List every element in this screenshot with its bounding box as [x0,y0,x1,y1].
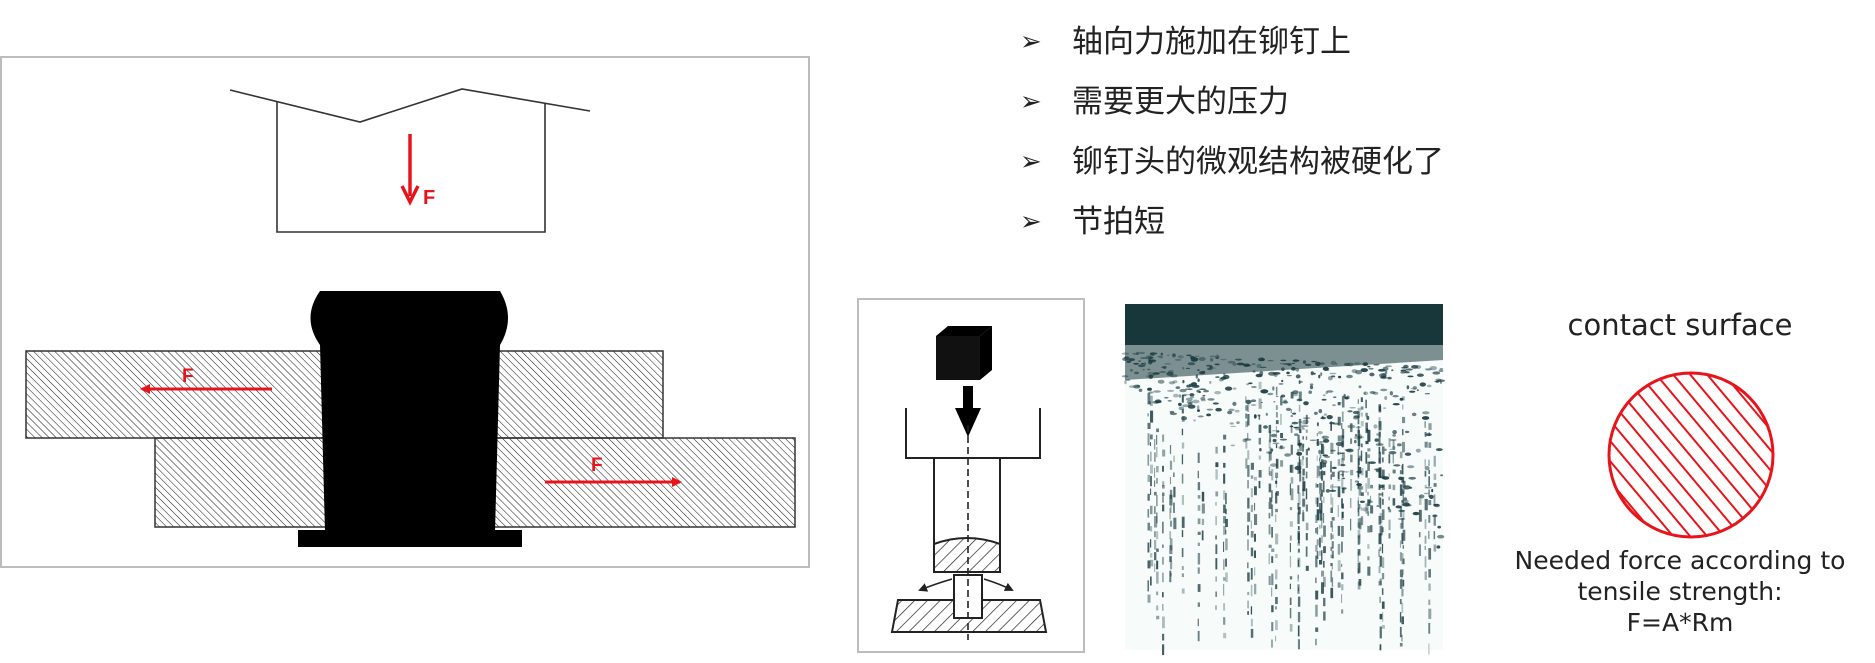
bullet-text: 节拍短 [1072,204,1165,240]
bullet-item: ➢ 铆钉头的微观结构被硬化了 [1020,140,1444,200]
riveting-schematic [857,298,1085,653]
contact-surface-circle [1607,371,1775,539]
arrow-bullet-icon: ➢ [1020,147,1042,177]
micrograph-image [1121,304,1445,656]
bullet-list: ➢ 轴向力施加在铆钉上 ➢ 需要更大的压力 ➢ 铆钉头的微观结构被硬化了 ➢ 节拍短 [1020,20,1444,260]
bullet-text: 需要更大的压力 [1072,84,1289,120]
rivet-head [933,537,1001,573]
punch-tool [229,88,591,233]
arrow-bullet-icon: ➢ [1020,87,1042,117]
rivet-joint-diagram: F F F [0,56,810,568]
needed-force-formula: F=A*Rm [1626,608,1734,637]
lower-plate-force-label: F [591,455,603,476]
arrow-bullet-icon: ➢ [1020,207,1042,237]
needed-force-line: tensile strength: [1577,577,1783,606]
die-holder [905,408,1041,459]
impact-arrow [955,408,981,437]
punch-force-label: F [423,187,435,209]
contact-surface-label: contact surface [1567,308,1793,342]
punch-force-arrowhead [400,185,420,206]
bullet-text: 铆钉头的微观结构被硬化了 [1072,144,1444,180]
arrow-bullet-icon: ➢ [1020,27,1042,57]
needed-force-line: Needed force according to [1514,546,1846,575]
upper-plate-force-label: F [182,366,194,387]
rivet [298,291,522,547]
hammer-block [936,326,992,380]
hammer-shaft [963,386,973,410]
bullet-item: ➢ 轴向力施加在铆钉上 [1020,20,1444,80]
bullet-text: 轴向力施加在铆钉上 [1072,24,1351,60]
bullet-item: ➢ 节拍短 [1020,200,1444,260]
needed-force-caption: Needed force according to tensile streng… [1480,545,1875,638]
bullet-item: ➢ 需要更大的压力 [1020,80,1444,140]
contact-surface-diagram [1607,371,1775,539]
